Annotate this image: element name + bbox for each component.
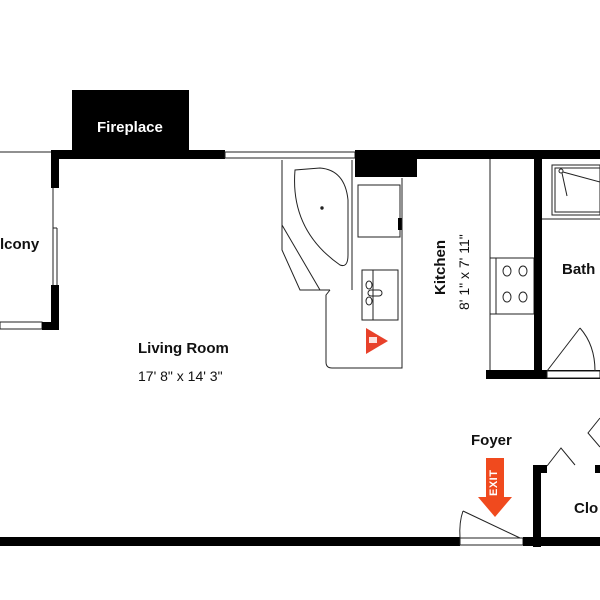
kitchen-label: Kitchen	[432, 239, 449, 295]
closet-walls	[533, 417, 600, 547]
bottom-wall	[0, 537, 600, 546]
balcony-label: lcony	[0, 236, 40, 253]
refrigerator	[357, 184, 402, 238]
shower	[542, 164, 600, 220]
entry-door[interactable]	[459, 510, 521, 539]
stove-burners	[502, 265, 528, 303]
fireplace-block	[72, 90, 189, 158]
bath-door	[542, 327, 600, 379]
living-room-dimensions: 17' 8" x 14' 3"	[138, 368, 223, 384]
living-room-label: Living Room	[138, 340, 229, 357]
kitchen-bath-wall	[534, 159, 542, 379]
foyer-label: Foyer	[471, 432, 512, 449]
kitchen-dimensions: 8' 1" x 7' 11"	[456, 234, 472, 310]
top-wall	[52, 150, 600, 177]
left-wall	[42, 150, 59, 330]
bath-label: Bath	[562, 261, 596, 278]
fireplace-label: Fireplace	[97, 119, 163, 136]
hazard-icon	[366, 328, 388, 354]
closet-label: Clo	[574, 500, 599, 517]
bathtub	[281, 160, 353, 291]
exit-label: EXIT	[488, 469, 500, 496]
sink-counter	[325, 178, 403, 369]
kitchen-bottom-wall	[486, 370, 542, 379]
kitchen-counter	[489, 159, 535, 372]
exit-arrow-icon	[478, 458, 512, 517]
